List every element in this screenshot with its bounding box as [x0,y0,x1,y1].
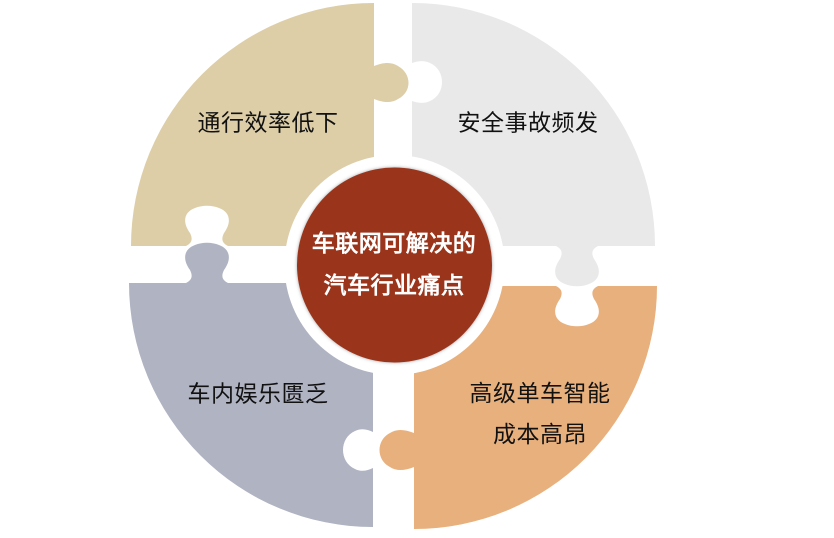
label-line: 车内娱乐匮乏 [187,381,329,408]
center-title-line: 车联网可解决的 [311,231,477,257]
piece-label-top-right: 安全事故频发 [458,104,599,145]
piece-label-top-left: 通行效率低下 [198,104,339,145]
center-title: 车联网可解决的 汽车行业痛点 [312,223,477,307]
piece-label-bottom-right: 高级单车智能 成本高昂 [470,374,611,456]
center-title-line: 汽车行业痛点 [323,273,465,299]
center-disc [297,167,492,363]
label-line: 高级单车智能 [469,381,611,407]
label-line: 成本高昂 [493,422,587,448]
label-line: 通行效率低下 [197,110,339,137]
piece-label-bottom-left: 车内娱乐匮乏 [188,375,329,416]
label-line: 安全事故频发 [457,110,599,137]
